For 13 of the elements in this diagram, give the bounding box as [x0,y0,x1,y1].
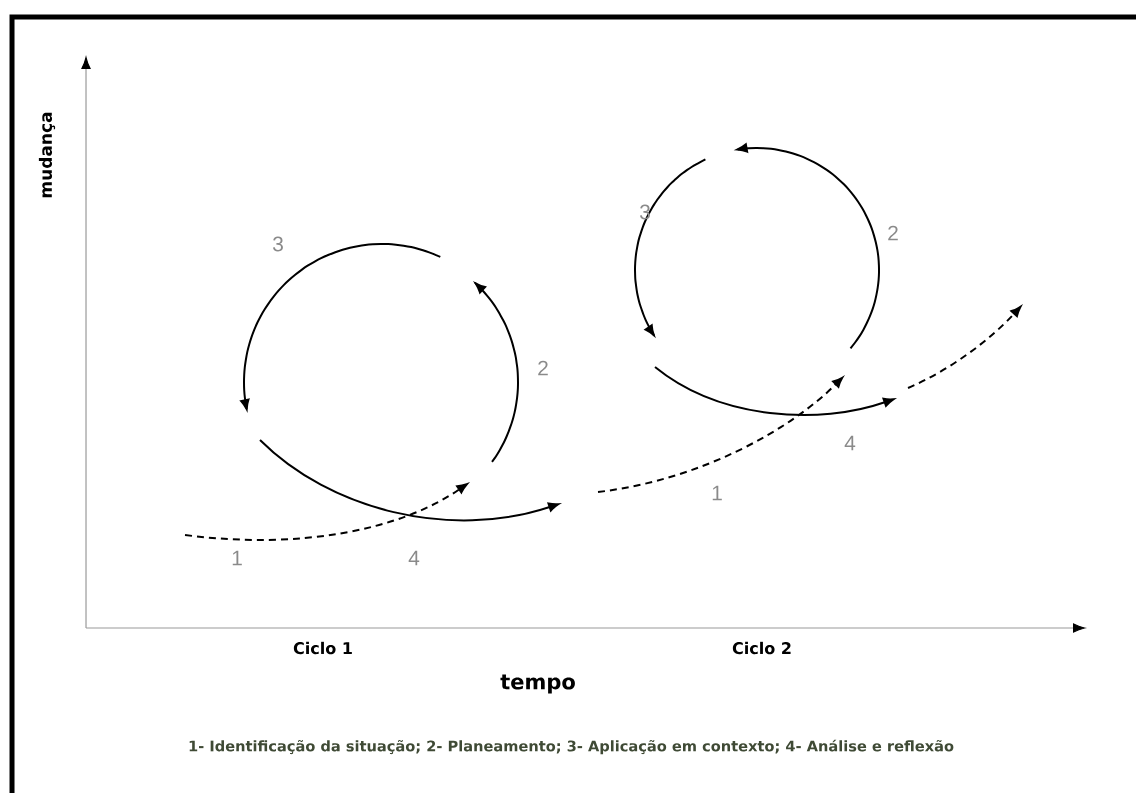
cycle-label: Ciclo 2 [732,641,791,655]
step-number: 1 [712,485,722,501]
step-number: 3 [639,204,650,220]
step-number: 2 [888,225,898,241]
step-number: 3 [272,236,283,252]
axis-label: mudança [38,112,56,198]
step-number: 4 [408,550,420,566]
step-number: 4 [844,435,856,451]
caption: 1- Identificação da situação; 2- Planeamento; 3- Aplicação em contexto; 4- Análise e reflexão [189,739,954,755]
step-number: 2 [538,360,548,376]
cycle-label: Ciclo 1 [293,641,352,655]
step-number: 1 [232,550,242,566]
axis-label: tempo [500,674,575,694]
